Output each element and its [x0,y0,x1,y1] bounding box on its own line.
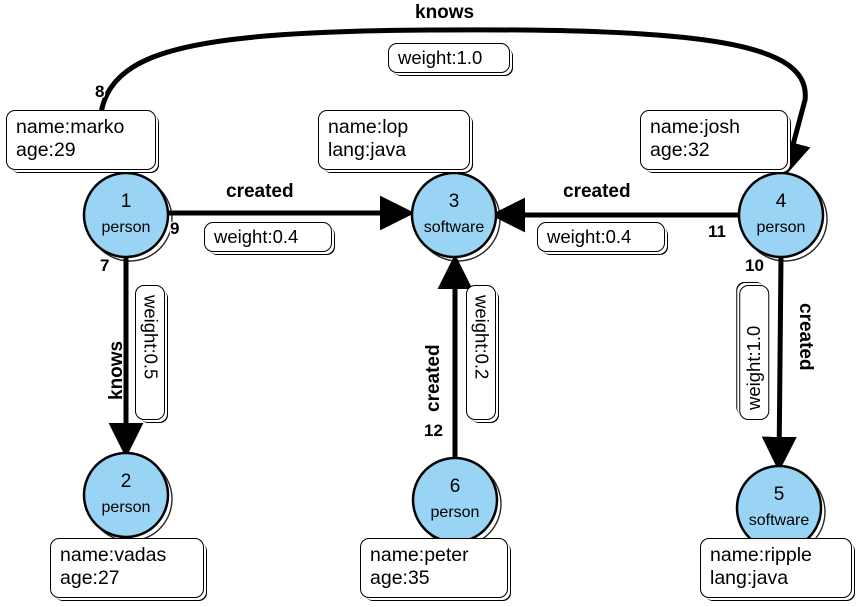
property-line: age:29 [16,139,76,162]
vertex-3-property-box: name:lop lang:java [318,110,470,170]
property-line: name:lop [328,116,409,138]
property-line: age:32 [650,139,710,162]
edge-12-label: created [423,344,444,412]
edge-10-created [761,256,797,472]
property-line: name:josh [650,116,740,138]
edge-9-label: created [226,181,294,202]
property-line: name:ripple [710,544,812,566]
vertex-3-id: 3 [449,191,460,212]
edge-9-weight-box: weight:0.4 [204,222,332,253]
vertex-2[interactable]: 2 person [82,451,173,542]
edge-12-weight-box: weight:0.2 [466,285,497,420]
edge-10-label: created [795,303,816,371]
property-line: name:peter [370,544,469,566]
vertex-1-id: 1 [121,191,132,212]
vertex-1[interactable]: 1 person [82,171,173,262]
vertex-3[interactable]: 3 software [410,171,501,262]
vertex-6-label: person [431,504,480,521]
edge-8-weight-box: weight:1.0 [388,43,510,74]
vertex-3-label: software [424,219,485,236]
vertex-2-label: person [102,499,151,516]
edge-8-knows [94,25,811,177]
property-line: name:marko [16,116,125,138]
vertex-5-id: 5 [774,484,785,505]
vertex-1-label: person [102,219,151,236]
vertex-5-property-box: name:ripple lang:java [700,538,852,598]
property-line: lang:java [328,139,407,162]
edge-10-weight-box: weight:1.0 [739,285,770,420]
vertex-1-property-box: name:marko age:29 [6,110,156,170]
vertex-4[interactable]: 4 person [737,171,828,262]
edge-10-id: 10 [745,256,764,275]
edge-11-label: created [563,181,631,202]
property-line: lang:java [710,567,789,590]
edge-9-id: 9 [170,219,180,238]
vertex-4-property-box: name:josh age:32 [640,110,788,170]
vertex-5-label: software [749,512,810,529]
edge-8-label: knows [415,2,475,23]
edge-11-id: 11 [708,222,726,241]
edge-11-weight-box: weight:0.4 [537,222,665,253]
edge-12-id: 12 [424,421,443,440]
vertex-4-id: 4 [776,191,787,212]
edge-7-id: 7 [100,256,110,275]
property-line: age:35 [370,567,430,590]
vertex-2-property-box: name:vadas age:27 [50,538,204,598]
vertex-6[interactable]: 6 person [411,456,502,547]
vertex-6-id: 6 [450,476,461,497]
vertex-4-label: person [757,219,806,236]
edge-7-weight-box: weight:0.5 [135,285,166,420]
edge-8-id: 8 [95,82,105,101]
vertex-2-id: 2 [121,471,132,492]
vertex-6-property-box: name:peter age:35 [360,538,508,598]
property-line: age:27 [60,567,120,590]
property-line: name:vadas [60,544,167,566]
edge-7-label: knows [106,340,127,400]
